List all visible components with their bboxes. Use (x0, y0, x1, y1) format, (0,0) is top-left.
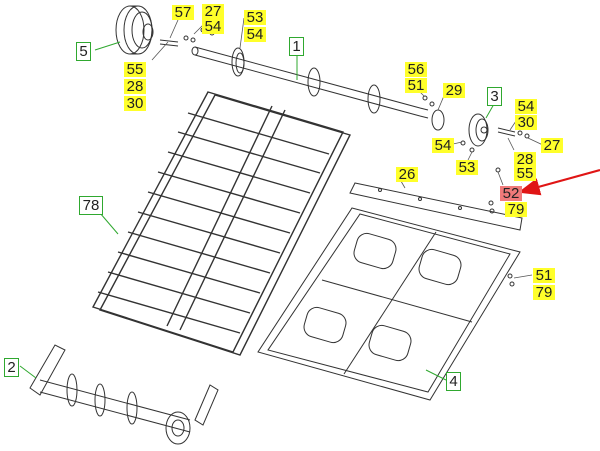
callout-51-lower: 51 (533, 268, 555, 283)
roller-shaft-part-2 (29, 344, 219, 445)
callout-57-top: 57 (172, 5, 194, 20)
pulley-part-5 (115, 5, 154, 55)
drive-shaft-part-1 (191, 46, 429, 119)
callout-54-right-mid: 54 (432, 138, 454, 153)
callout-79-upper: 79 (505, 202, 527, 217)
callout-79-lower: 79 (533, 285, 555, 300)
callout-27-top: 27 (202, 4, 224, 19)
bolt-set-right (507, 273, 515, 287)
callout-52-highlighted: 52 (500, 186, 522, 201)
callout-54-right-top: 54 (515, 99, 537, 114)
part-label-2: 2 (4, 358, 19, 377)
callout-55-right: 55 (514, 166, 536, 181)
conveyor-chain-part-78 (91, 91, 351, 356)
callout-28-right: 28 (514, 152, 536, 167)
part-label-78: 78 (79, 196, 103, 215)
part-label-1: 1 (289, 37, 304, 56)
callout-30-right: 30 (515, 115, 537, 130)
callout-26: 26 (396, 167, 418, 182)
callout-54-top-2: 54 (244, 27, 266, 42)
callout-53-right: 53 (456, 160, 478, 175)
callout-28-left: 28 (124, 79, 146, 94)
base-plate-part-4 (257, 207, 521, 401)
part-label-5: 5 (76, 42, 91, 61)
callout-51-right: 51 (405, 78, 427, 93)
callout-30-left: 30 (124, 96, 146, 111)
callout-leaders (151, 17, 546, 279)
right-side-hardware (422, 95, 530, 214)
callout-53-top: 53 (244, 10, 266, 25)
callout-29: 29 (443, 83, 465, 98)
callout-55-left: 55 (124, 62, 146, 77)
callout-27-right: 27 (541, 138, 563, 153)
highlight-arrow (517, 168, 600, 196)
callout-54-top: 54 (202, 19, 224, 34)
strip-part-26 (349, 182, 523, 231)
part-label-4: 4 (446, 372, 461, 391)
part-label-3: 3 (487, 87, 502, 106)
callout-56: 56 (405, 62, 427, 77)
